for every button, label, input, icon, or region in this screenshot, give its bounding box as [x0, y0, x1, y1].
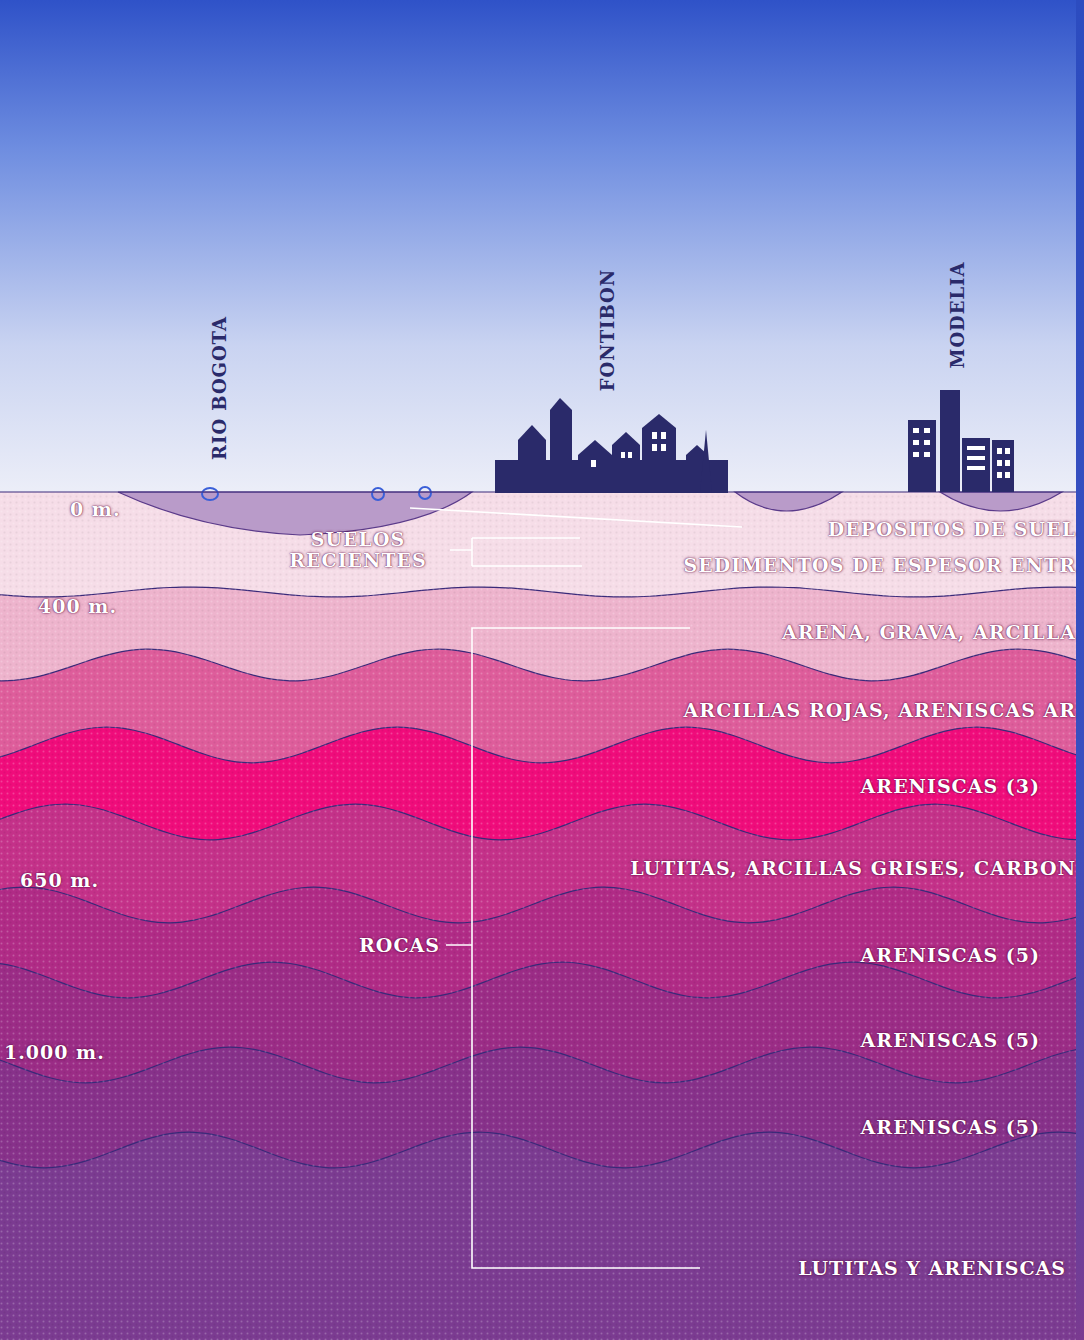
- depth-mark: 0 m.: [70, 499, 121, 520]
- place-name: MODELIA: [948, 262, 968, 369]
- layer-name: SEDIMENTOS DE ESPESOR ENTR: [684, 555, 1076, 576]
- layer-name: ARENA, GRAVA, ARCILLA: [782, 622, 1076, 643]
- layer-name: ARENISCAS (3): [861, 776, 1040, 797]
- depth-mark: 650 m.: [20, 870, 99, 891]
- place-name: FONTIBON: [598, 269, 618, 391]
- leader-lines: [410, 508, 742, 1268]
- river: [202, 487, 431, 500]
- depth-mark: 1.000 m.: [4, 1042, 105, 1063]
- sky: [0, 0, 1084, 493]
- texture: [0, 492, 1084, 1340]
- modelia-buildings: [908, 390, 1014, 492]
- ground: [0, 492, 1084, 1340]
- layer-name: LUTITAS Y ARENISCAS: [798, 1258, 1066, 1279]
- group-name: SUELOS RECIENTES: [263, 529, 453, 571]
- layer-name: ARCILLAS ROJAS, ARENISCAS AR: [684, 700, 1076, 721]
- layer-name: ARENISCAS (5): [861, 945, 1040, 966]
- layer-name: ARENISCAS (5): [861, 1117, 1040, 1138]
- layer-name: LUTITAS, ARCILLAS GRISES, CARBON: [630, 858, 1076, 879]
- place-name: RIO BOGOTA: [210, 316, 230, 460]
- layer-name: ARENISCAS (5): [861, 1030, 1040, 1051]
- fontibon-windows: [591, 432, 666, 467]
- modelia-windows: [913, 428, 1010, 478]
- depth-mark: 400 m.: [38, 596, 117, 617]
- fontibon-buildings: [495, 398, 728, 493]
- group-name: ROCAS: [359, 935, 440, 956]
- page-edge: [1076, 0, 1084, 1340]
- layer-name: DEPOSITOS DE SUEL: [828, 519, 1076, 540]
